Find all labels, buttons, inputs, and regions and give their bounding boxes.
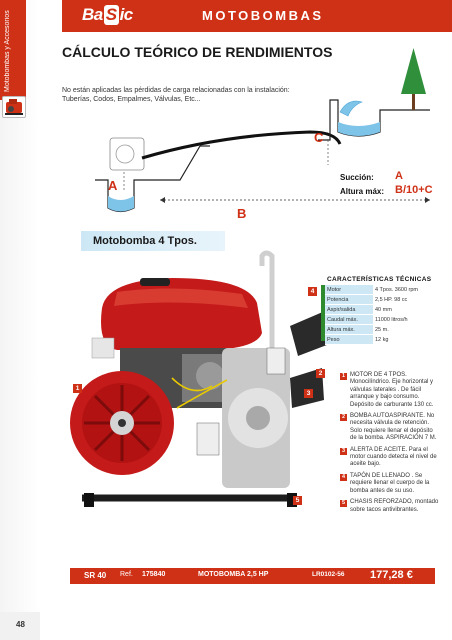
feature-number: 4 xyxy=(340,473,347,481)
spec-row: Caudal máx.11000 litros/h xyxy=(325,314,432,325)
callout-4[interactable]: 4 xyxy=(308,287,317,296)
specs-accent-bar xyxy=(321,285,325,341)
callout-1[interactable]: 1 xyxy=(73,384,82,393)
product-heading: Motobomba 4 Tpos. xyxy=(75,231,225,251)
spec-value: 4 Tpos. 3600 rpm xyxy=(373,285,432,295)
product-code: SR 40 xyxy=(84,571,107,580)
page-number: 48 xyxy=(16,620,25,629)
label-b: B xyxy=(237,206,247,221)
succion-value: A xyxy=(395,170,403,182)
altura-label: Altura máx: xyxy=(340,187,385,196)
spec-key: Altura máx. xyxy=(325,324,373,335)
ref-number: 175840 xyxy=(142,571,166,578)
label-c: C xyxy=(314,130,324,145)
spec-key: Aspir/salida xyxy=(325,304,373,315)
feature-number: 2 xyxy=(340,414,347,422)
category-label: Motobombas y Accesorios xyxy=(4,10,11,92)
diagram-illustration xyxy=(95,48,430,213)
performance-diagram: A B C Succión: A Altura máx: B/10+C xyxy=(90,40,450,230)
spec-value: 25 m. xyxy=(373,324,432,335)
specs-title: CARACTERÍSTICAS TÉCNICAS xyxy=(327,276,432,283)
section-title: CÁLCULO TEÓRICO DE RENDIMIENTOS xyxy=(62,44,333,60)
product-price: 177,28 € xyxy=(370,569,413,581)
spec-value: 2,5 HP. 98 cc xyxy=(373,294,432,305)
category-thumbnail-icon[interactable] xyxy=(2,96,26,118)
spec-key: Peso xyxy=(325,334,373,345)
category-tab[interactable]: Motobombas y Accesorios xyxy=(0,0,26,100)
feature-number: 1 xyxy=(340,373,347,380)
header-title: MOTOBOMBAS xyxy=(202,8,324,23)
lr-code: LR0102-56 xyxy=(312,571,345,578)
feature-text: MOTOR DE 4 TPOS. Monocilíndrico. Eje hor… xyxy=(350,372,434,408)
callout-5[interactable]: 5 xyxy=(293,496,302,505)
callout-3[interactable]: 3 xyxy=(304,389,313,398)
sidebar: Motobombas y Accesorios xyxy=(0,0,40,640)
spec-value: 12 kg xyxy=(373,334,432,345)
feature-number: 5 xyxy=(340,500,347,508)
motor-pump-illustration xyxy=(70,250,332,507)
pump-image xyxy=(62,248,337,568)
ref-label: Ref. xyxy=(120,571,133,578)
intro-text: No están aplicadas las pérdidas de carga… xyxy=(62,87,290,103)
feature-text: BOMBA AUTOASPIRANTE. No necesita válvula… xyxy=(350,413,437,442)
price-bar: SR 40 Ref. 175840 MOTOBOMBA 2,5 HP LR010… xyxy=(70,568,435,584)
spec-key: Potencia xyxy=(325,294,373,305)
spec-key: Motor xyxy=(325,285,373,295)
feature-text: CHASIS REFORZADO, montado sobre tacos an… xyxy=(350,499,439,513)
product-name: MOTOBOMBA 2,5 HP xyxy=(198,571,269,578)
spec-key: Caudal máx. xyxy=(325,314,373,325)
spec-value: 11000 litros/h xyxy=(373,314,432,325)
sidebar-bottom xyxy=(0,612,40,640)
spec-row: Altura máx.25 m. xyxy=(325,324,432,335)
succion-label: Succión: xyxy=(340,173,374,182)
altura-value: B/10+C xyxy=(395,184,433,196)
label-a: A xyxy=(108,178,118,193)
feature-text: TAPÓN DE LLENADO . Se requiere llenar el… xyxy=(350,472,430,494)
spec-value: 40 mm xyxy=(373,304,432,315)
feature-number: 3 xyxy=(340,447,347,455)
callout-2[interactable]: 2 xyxy=(316,369,325,378)
feature-text: ALERTA DE ACEITE. Para el motor cuando d… xyxy=(350,446,437,468)
